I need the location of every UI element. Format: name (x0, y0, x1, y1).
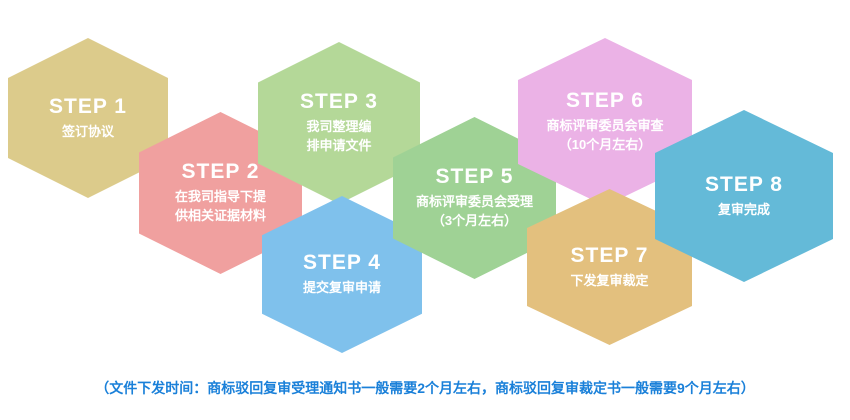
step-title: STEP 4 (303, 251, 381, 275)
step-description: 签订协议 (61, 123, 114, 139)
step-description: 在我司指导下提 供相关证据材料 (174, 189, 266, 224)
step-description: 下发复审裁定 (570, 272, 649, 288)
step-title: STEP 8 (705, 172, 783, 196)
step-title: STEP 5 (435, 165, 514, 189)
step-title: STEP 3 (300, 90, 378, 114)
step-description: 复审完成 (717, 201, 770, 217)
step-description: 商标评审委员会审查 （10个月左右） (546, 118, 664, 153)
step-description: 我司整理编 排申请文件 (306, 119, 372, 154)
hex-step-8: STEP 8 复审完成 (655, 110, 833, 282)
step-title: STEP 6 (566, 89, 644, 113)
step-description: 商标评审委员会受理 （3个月左右） (415, 194, 533, 229)
hex-step-3: STEP 3 我司整理编 排申请文件 (258, 42, 420, 204)
footer-note: （文件下发时间：商标驳回复审受理通知书一般需要2个月左右，商标驳回复审裁定书一般… (95, 380, 755, 396)
step-title: STEP 2 (181, 160, 260, 184)
step-description: 提交复审申请 (302, 280, 381, 296)
step-title: STEP 7 (570, 243, 649, 267)
step-title: STEP 1 (49, 94, 127, 118)
